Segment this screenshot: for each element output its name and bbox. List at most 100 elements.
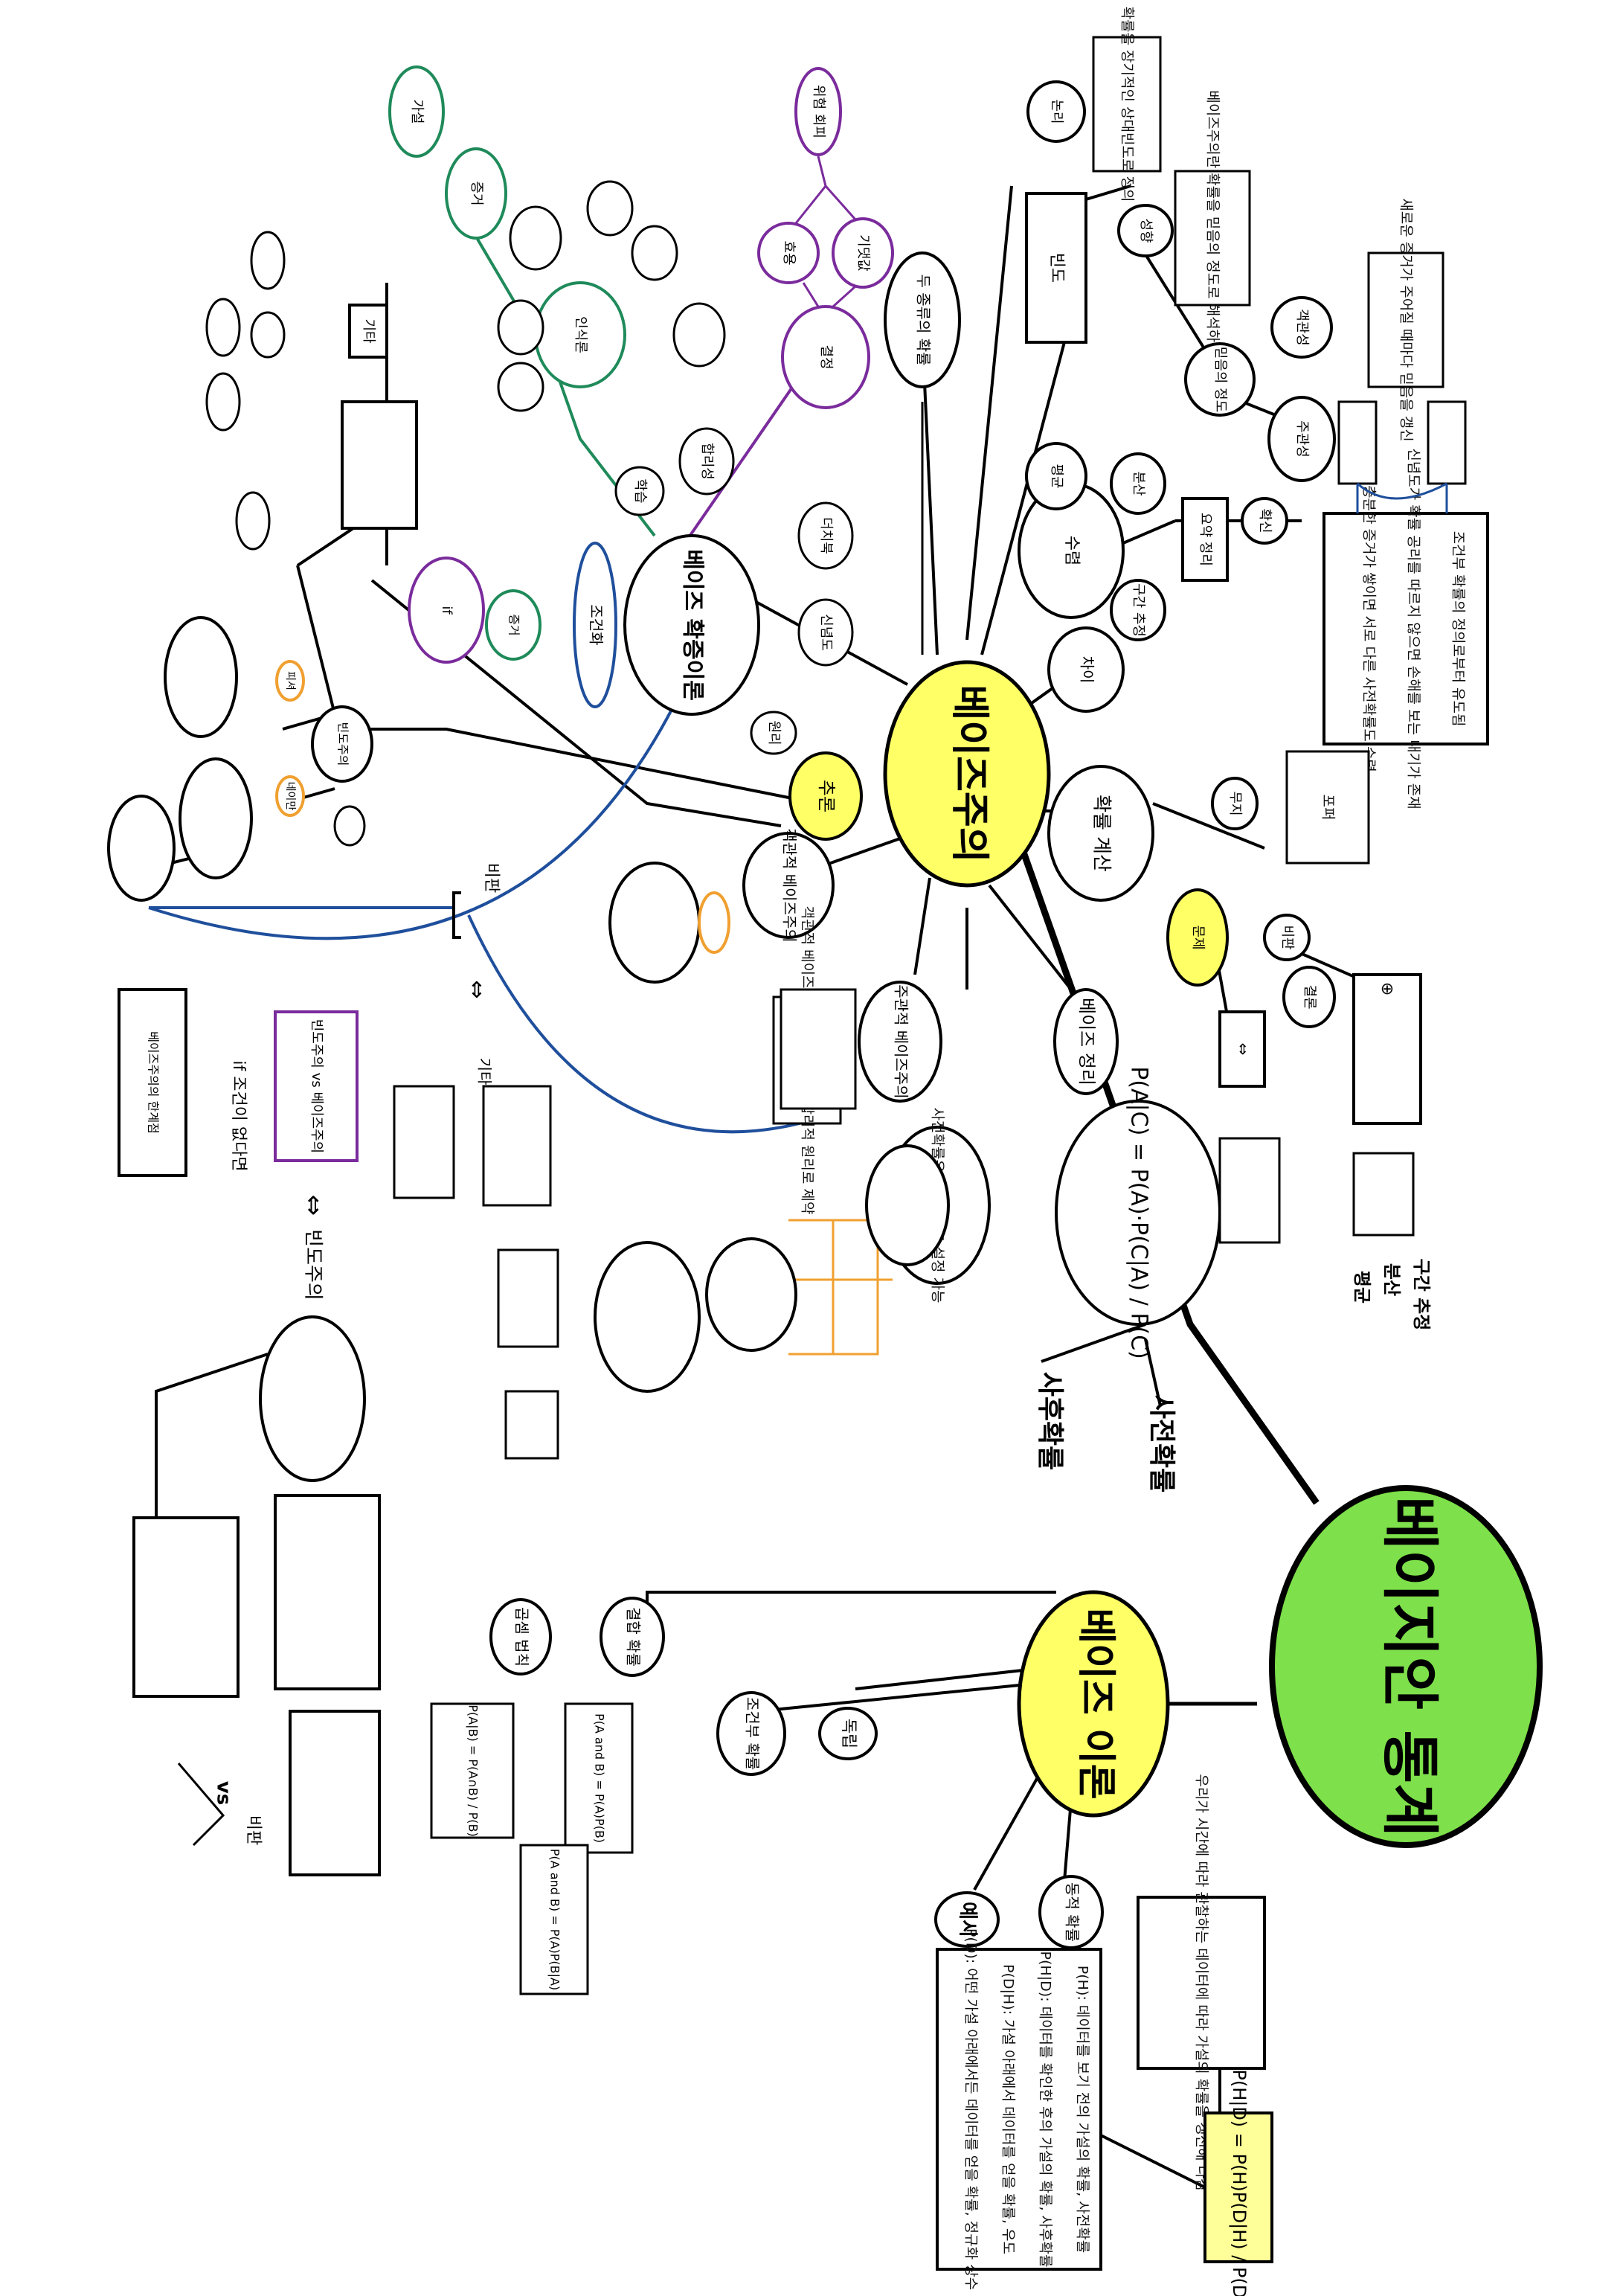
def-hd: P(H|D): 데이터를 확인한 후의 가설의 확률, 사후확률 xyxy=(1038,1952,1054,2268)
edge-blue-arc2 xyxy=(467,914,826,1134)
purple-hub[interactable]: 결정 xyxy=(781,305,870,409)
rm-box-1[interactable]: 요약 정리 xyxy=(1181,497,1229,582)
green-node-2[interactable]: 가설 xyxy=(388,65,445,158)
theory-node[interactable]: 베이즈 이론 xyxy=(1017,1590,1170,1818)
middle-ellipses xyxy=(594,862,950,1393)
left-summary-box[interactable]: 빈도주의 vs 베이즈주의 xyxy=(274,1010,359,1162)
product-node[interactable]: 곱셈 법칙 xyxy=(489,1598,552,1675)
left-if-cond-label: if 조건이 없다면 xyxy=(229,1060,248,1171)
theory-dynamic-node[interactable]: 동적 확률 xyxy=(1038,1875,1104,1949)
confirmation-label: 베이즈 확증이론 xyxy=(680,549,706,701)
edge-b-obj xyxy=(913,877,931,975)
rt-note-2-text: 베이즈주의란 확률을 믿음의 정도로 해석하는 관점 xyxy=(1205,90,1221,385)
epistemic-node[interactable]: 인식론 xyxy=(534,281,626,388)
theory-example-node[interactable]: 예시 xyxy=(934,1891,1000,1948)
rm-node-2[interactable]: 평균 xyxy=(1025,442,1087,510)
purple-hub-label: 결정 xyxy=(818,344,834,369)
edge-b-top xyxy=(965,185,1013,641)
left-orange-bottom: 비판 xyxy=(244,1815,263,1845)
joint-node[interactable]: 결합 확률 xyxy=(600,1597,665,1677)
left-if-node[interactable]: if xyxy=(408,557,485,664)
def-h: P(H): 데이터를 보기 전의 가설의 확률, 사전확률 xyxy=(1075,1966,1091,2253)
rmid-box-1[interactable]: ⇔ xyxy=(1218,1010,1266,1088)
purple-node-1-label: 효용 xyxy=(781,240,797,265)
rmid-node-3[interactable]: 결론 xyxy=(1282,966,1336,1028)
green-node-1[interactable]: 증거 xyxy=(445,147,507,240)
rt-node-3[interactable]: 믿음의 정도 xyxy=(1184,342,1256,417)
rm-node-4[interactable]: 구간 추정 xyxy=(1110,579,1166,641)
edge-left-bottom xyxy=(155,1353,269,1518)
rmid-node-1[interactable]: 무지 xyxy=(1211,777,1259,830)
rm-small-boxes xyxy=(1337,400,1467,513)
rt-node-4-label: 객관성 xyxy=(1294,309,1310,346)
bayesianism-node[interactable]: 베이즈주의 xyxy=(883,660,1051,888)
left-red-arrow: ⇔ xyxy=(299,1195,329,1216)
dynamic-note-text: 우리가 시간에 따라 관찰하는 데이터에 따라 가설의 확률을 갱신해 나감 xyxy=(1194,1774,1210,2191)
theorem-node[interactable]: 베이즈 정리 xyxy=(1053,988,1119,1095)
left-freq-orange: 빈도주의 xyxy=(302,1229,324,1301)
rt-node-2-label: 성향 xyxy=(1138,218,1154,243)
left-green-node[interactable]: 증거 xyxy=(485,589,541,661)
rt-node-5[interactable]: 주관성 xyxy=(1267,396,1336,482)
left-summary-label: 빈도주의 vs 베이즈주의 xyxy=(309,1019,324,1154)
conditionalization-pill[interactable]: 조건화 xyxy=(573,542,617,708)
yellow-small-label: 문제 xyxy=(1190,925,1206,949)
two-kinds-label: 두 종류의 확률 xyxy=(915,274,933,365)
rt-note-1: 확률을 장기적인 상대빈도로 정의 xyxy=(1092,7,1162,202)
learning-node[interactable]: 학습 xyxy=(614,466,665,516)
left-leaves-top xyxy=(205,231,286,551)
yellow-small-node[interactable]: 문제 xyxy=(1166,888,1229,987)
dutch-book-node[interactable]: 더치북 xyxy=(797,501,854,570)
rm-node-6[interactable]: 확신 xyxy=(1241,497,1288,545)
epistemic-label: 인식론 xyxy=(573,316,588,353)
conditional-node[interactable]: 조건부 확률 xyxy=(716,1691,786,1776)
rm-node-5[interactable]: 차이 xyxy=(1047,626,1125,713)
independence-node[interactable]: 독립 xyxy=(818,1707,878,1760)
subjective-node[interactable]: 주관적 베이즈주의 xyxy=(858,981,942,1103)
left-orange-2-label: 네이만 xyxy=(284,782,296,811)
rm-node-3[interactable]: 분산 xyxy=(1110,452,1166,515)
purple-node-3-label: 위험 회피 xyxy=(811,85,826,138)
left-box-top[interactable]: 기타 xyxy=(348,304,388,359)
rmid-node-2[interactable]: 비판 xyxy=(1263,914,1311,961)
svg-text:분산: 분산 xyxy=(1381,1263,1402,1296)
bayes-formula-node[interactable]: P(A|C) = P(A)·P(C|A) / P(C) xyxy=(1055,1066,1221,1359)
inference-label: 추론 xyxy=(816,780,837,812)
rt-node-1[interactable]: 논리 xyxy=(1026,80,1086,143)
prob-computation-node[interactable]: 확률 계산 xyxy=(1047,765,1154,902)
theory-dynamic-label: 동적 확률 xyxy=(1064,1882,1082,1942)
objective-node[interactable]: 객관적 베이즈주의 xyxy=(742,828,835,943)
conditional-label: 조건부 확률 xyxy=(744,1697,762,1770)
two-kinds-node[interactable]: 두 종류의 확률 xyxy=(884,251,961,388)
inference-node[interactable]: 추론 xyxy=(788,751,863,841)
edge-theory-cond xyxy=(758,1680,1057,1713)
left-orange-1[interactable]: 피셔 xyxy=(275,660,305,702)
formula-and-box: P(A and B) = P(A)P(B) xyxy=(564,1702,634,1854)
prior-label: 사전확률 xyxy=(1146,1394,1177,1492)
svg-text:구간 추정: 구간 추정 xyxy=(1411,1259,1432,1331)
left-red-box: 베이즈주의의 한계점 xyxy=(118,988,187,1177)
rt-box-1[interactable]: 빈도 xyxy=(1025,192,1087,344)
left-freq-label: 빈도주의 xyxy=(336,722,350,766)
rt-node-2[interactable]: 성향 xyxy=(1117,204,1174,257)
rationality-label: 합리성 xyxy=(699,443,715,480)
purple-node-1[interactable]: 효용 xyxy=(757,222,820,284)
rationality-node[interactable]: 합리성 xyxy=(678,427,735,496)
left-red-text: 베이즈주의의 한계점 xyxy=(147,1031,161,1134)
theorem-label: 베이즈 정리 xyxy=(1076,998,1097,1086)
principle-node[interactable]: 원리 xyxy=(750,711,797,755)
rmid-leaves: 평균 분산 구간 추정 xyxy=(1352,1259,1432,1331)
edge-theory-left xyxy=(646,1591,1056,1622)
rt-node-3-label: 믿음의 정도 xyxy=(1212,347,1228,413)
purple-node-3[interactable]: 위험 회피 xyxy=(794,67,842,156)
confirmation-node[interactable]: 베이즈 확증이론 xyxy=(623,534,760,716)
def-dh: P(D|H): 가설 아래에서 데이터를 얻을 확률, 우도 xyxy=(1000,1964,1017,2254)
purple-node-2-label: 기댓값 xyxy=(855,234,871,272)
purple-node-2[interactable]: 기댓값 xyxy=(832,217,894,289)
rt-node-4[interactable]: 객관성 xyxy=(1270,296,1333,359)
left-freq-node[interactable]: 빈도주의 xyxy=(311,705,373,783)
left-orange-2[interactable]: 네이만 xyxy=(275,775,305,817)
center-node[interactable]: 베이지안 통계 xyxy=(1269,1485,1543,1848)
credence-node[interactable]: 신념도 xyxy=(797,598,854,667)
